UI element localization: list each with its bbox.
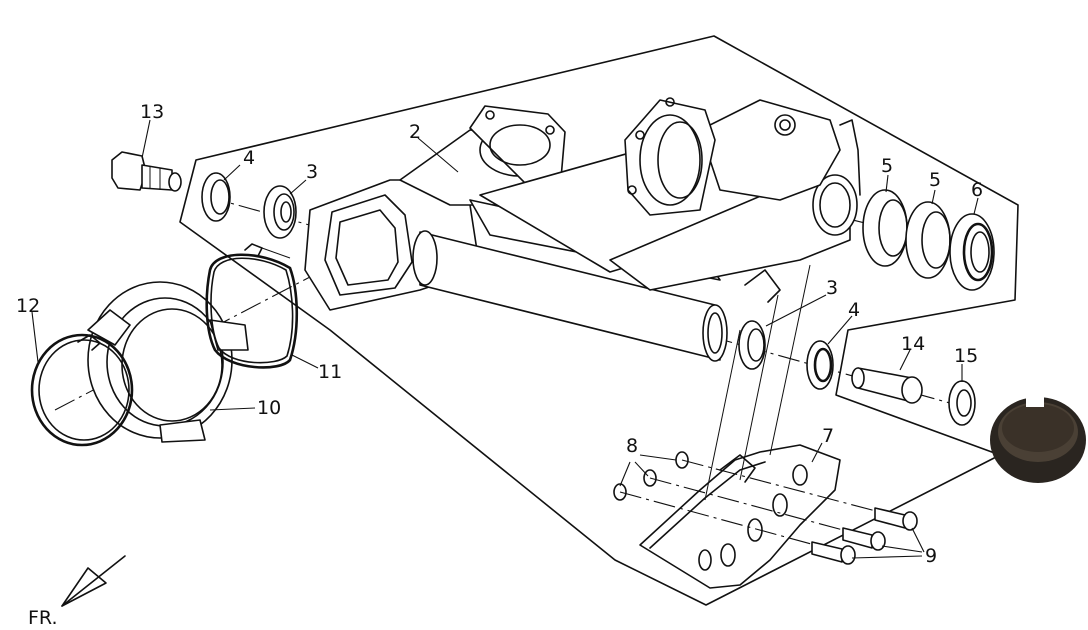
assembly-outline [179,35,1019,606]
callout-15: 15 [954,345,978,367]
callout-14: 14 [901,333,925,355]
part-12-clamp [30,333,134,447]
callout-5-a: 5 [881,155,893,177]
callout-2: 2 [409,121,421,143]
callout-3-right: 3 [826,277,838,299]
part-3-bearing-right [738,320,766,370]
dark-cap-image [990,395,1086,483]
callout-13: 13 [140,101,164,123]
part-6-seal-right [949,213,995,291]
part-10-boot [87,281,249,443]
part-8-nuts [613,451,689,501]
callout-6: 6 [971,179,983,201]
part-14-collar [851,367,923,404]
part-3-bearing-left [263,185,297,239]
bolt-axis-1 [681,459,911,521]
part-11-clamp [205,243,299,369]
callout-4-right: 4 [848,299,860,321]
callout-7: 7 [822,425,834,447]
part-15-nut [948,380,976,426]
front-direction-arrow [61,555,126,607]
part-4-seal-right [806,340,834,390]
swingarm [304,97,861,362]
callout-9: 9 [925,545,937,567]
callout-12: 12 [16,295,40,317]
mount-guide-1 [704,329,741,501]
mount-guide-2 [739,294,779,481]
bolt-axis-3 [619,491,849,555]
callout-8: 8 [626,435,638,457]
bolt-axis-2 [649,477,881,541]
mount-guide-3 [769,264,811,456]
callout-4-left: 4 [243,147,255,169]
part-7-skid-plate [639,444,841,589]
part-5-spacer-b [905,201,951,279]
part-5-spacer-a [862,189,908,267]
leader-lines [31,119,979,559]
callout-3-left: 3 [306,161,318,183]
front-label: FR. [28,607,58,629]
part-4-seal-left [201,172,231,222]
part-9-bolts [811,507,918,565]
callout-11: 11 [318,361,342,383]
callout-5-b: 5 [929,169,941,191]
part-13-pivot-bolt [111,151,182,192]
callout-10: 10 [257,397,281,419]
